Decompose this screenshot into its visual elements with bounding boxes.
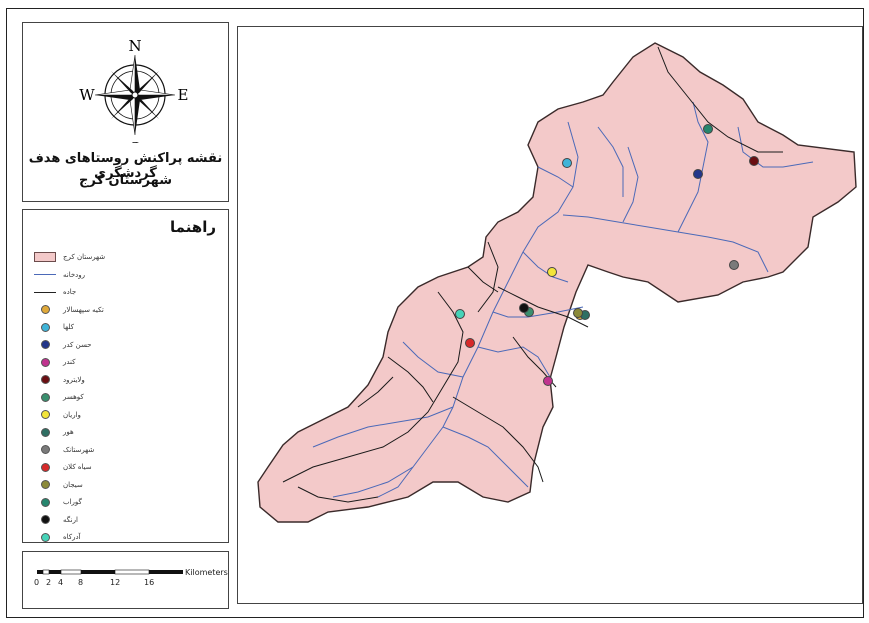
village-point-icon [31, 390, 59, 404]
legend-item-label: سیجان [63, 480, 83, 489]
legend-item-village: کندر [31, 355, 76, 369]
scale-tick-4: 4 [58, 578, 64, 587]
road-legend-symbol-icon [31, 285, 59, 299]
compass-east-label: E [178, 86, 189, 104]
legend-item-village: آدرکاه [31, 530, 81, 544]
compass-north-label: N [128, 37, 141, 55]
roads [282, 46, 783, 503]
legend-item-village: هور [31, 425, 74, 439]
scale-tick-0: 0 [34, 578, 40, 587]
legend-item-village: ولایترود [31, 373, 85, 387]
karaj-map[interactable] [238, 27, 864, 605]
village-point-icon [31, 460, 59, 474]
legend-item-label: شهرستانک [63, 445, 95, 454]
village-point-icon [31, 443, 59, 457]
scale-tick-2: 2 [46, 578, 52, 587]
legend-item-village: شهرستانک [31, 443, 94, 457]
village-marker[interactable] [703, 124, 713, 134]
legend-item-village: حسن کدر [31, 338, 92, 352]
map-panel[interactable] [237, 26, 863, 604]
compass-west-label: W [79, 86, 95, 104]
scale-tick-12: 12 [110, 578, 121, 587]
legend-item-village: کلها [31, 320, 74, 334]
legend-item-label: واریان [63, 410, 81, 419]
legend-item-label: تکیه سپهسالار [63, 305, 104, 314]
village-marker[interactable] [749, 156, 759, 166]
village-point-icon [31, 495, 59, 509]
scale-tick-8: 8 [78, 578, 84, 587]
scale-bar [37, 569, 183, 575]
village-marker[interactable] [693, 169, 703, 179]
legend-item-label: رودخانه [63, 270, 86, 279]
county-boundary-area [257, 42, 857, 523]
legend-item-village: کوهسر [31, 390, 84, 404]
village-points [238, 27, 864, 605]
river-legend-symbol-icon [31, 268, 59, 282]
legend-item-river: رودخانه [31, 268, 85, 282]
village-marker[interactable] [562, 158, 572, 168]
legend-item-area: شهرستان کرج [31, 250, 105, 264]
title-panel: N S E W نقشه پراکنش روستاهای هدف گردشگری… [22, 22, 229, 202]
legend-item-label: کندر [63, 358, 76, 366]
legend-item-label: آدرکاه [63, 533, 81, 541]
village-point-icon [31, 530, 59, 544]
village-point-icon [31, 408, 59, 422]
legend-item-village: تکیه سپهسالار [31, 303, 104, 317]
legend-item-label: هور [63, 428, 74, 436]
map-title-line2: شهرستان کرج [78, 173, 173, 188]
scale-unit-label: Kilometers [185, 568, 228, 577]
compass-south-label: S [130, 139, 140, 143]
legend-item-label: سیاه کلان [63, 463, 92, 471]
legend-item-label: ارنگه [63, 515, 78, 524]
legend-item-label: کوهسر [63, 393, 84, 401]
village-marker[interactable] [543, 376, 553, 386]
village-point-icon [31, 320, 59, 334]
legend-item-label: ولایترود [63, 375, 85, 384]
area-legend-symbol-icon [31, 250, 59, 264]
village-marker[interactable] [547, 267, 557, 277]
legend-item-label: گوراب [63, 498, 82, 506]
village-marker[interactable] [465, 338, 475, 348]
village-marker[interactable] [573, 308, 583, 318]
village-point-icon [31, 425, 59, 439]
legend-item-label: حسن کدر [63, 340, 92, 349]
village-marker[interactable] [519, 303, 529, 313]
legend-item-village: گوراب [31, 495, 82, 509]
village-point-icon [31, 355, 59, 369]
legend-panel: راهنما شهرستان کرج رودخانه جاده تکیه سپهسال… [22, 209, 229, 543]
north-arrow-compass-icon: N S E W [79, 37, 189, 143]
legend-item-village: واریان [31, 408, 81, 422]
village-point-icon [31, 478, 59, 492]
legend-item-label: جاده [63, 288, 77, 296]
legend-item-road: جاده [31, 285, 76, 299]
village-marker[interactable] [729, 260, 739, 270]
village-point-icon [31, 338, 59, 352]
village-point-icon [31, 373, 59, 387]
village-point-icon [31, 303, 59, 317]
scale-tick-16: 16 [144, 578, 155, 587]
legend-heading: راهنما [170, 218, 216, 236]
legend-item-village: سیجان [31, 478, 83, 492]
legend-item-label: کلها [63, 323, 75, 331]
village-point-icon [31, 513, 59, 527]
village-marker[interactable] [455, 309, 465, 319]
map-title-line1: نقشه پراکنش روستاهای هدف گردشگری [28, 151, 223, 181]
legend-item-label: شهرستان کرج [63, 253, 106, 261]
scale-bar-panel: Kilometers 0 2 4 8 12 16 [22, 551, 229, 609]
legend-item-village: سیاه کلان [31, 460, 92, 474]
legend-item-village: ارنگه [31, 513, 78, 527]
